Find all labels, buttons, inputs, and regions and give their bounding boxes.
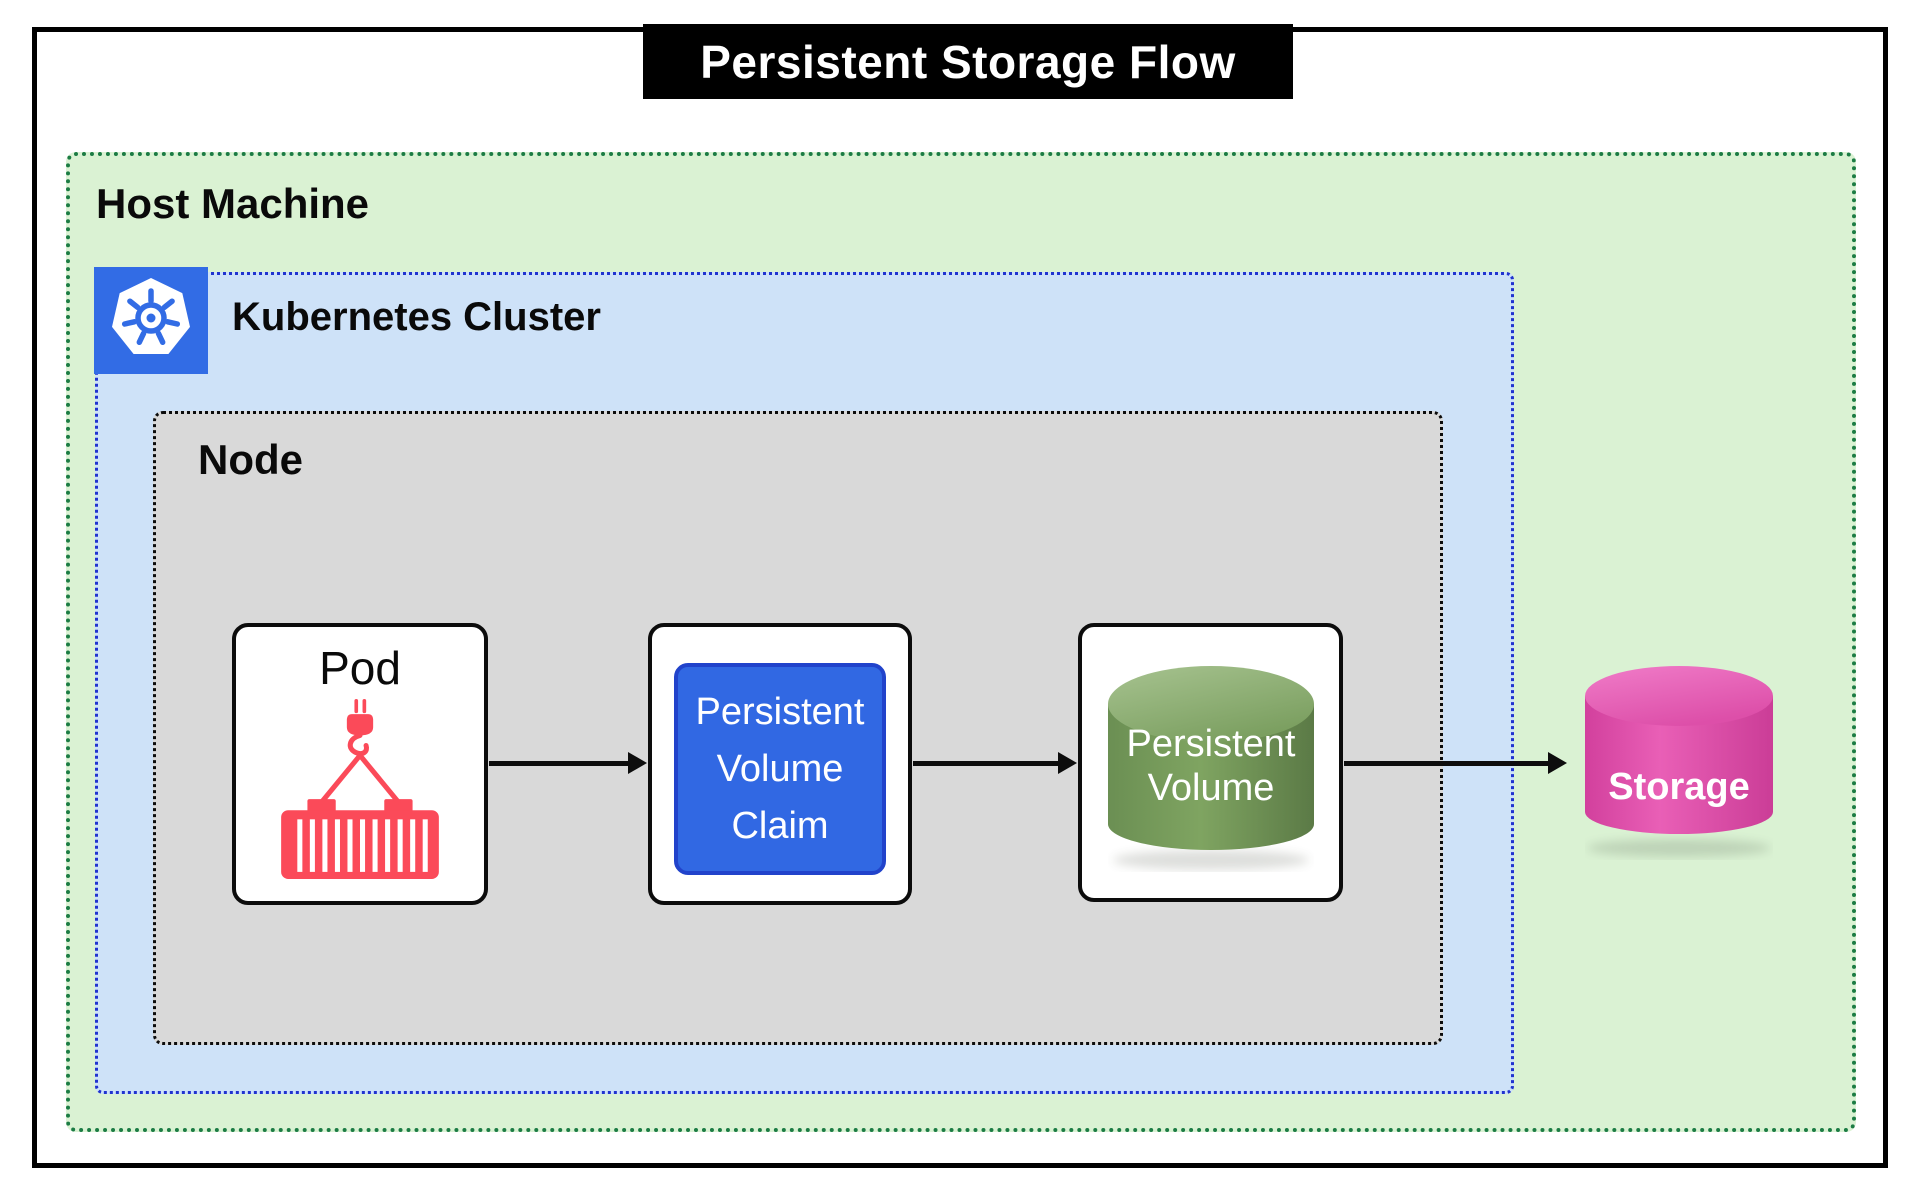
storage-cylinder-icon (1585, 664, 1773, 860)
host-machine-label: Host Machine (96, 180, 370, 227)
kubernetes-helm-icon (94, 267, 208, 374)
storage-label: Storage (1608, 766, 1750, 808)
arrow-pod-to-pvc (489, 752, 647, 774)
kubernetes-cluster-label: Kubernetes Cluster (232, 295, 601, 339)
arrow-pv-to-storage (1344, 752, 1567, 774)
persistent-volume-label: Persistent Volume (1108, 722, 1314, 810)
container-crane-icon (276, 699, 444, 881)
persistent-volume-claim-badge: Persistent Volume Claim (674, 663, 886, 875)
pv-label-line1: Persistent (1126, 723, 1296, 765)
arrow-pvc-to-pv (913, 752, 1077, 774)
pvc-label-line2: Volume (716, 747, 844, 790)
pod-label: Pod (319, 642, 401, 694)
persistent-volume-claim-node: Persistent Volume Claim (648, 623, 912, 905)
diagram-title-box: Persistent Storage Flow (643, 24, 1293, 99)
pod-node: Pod (232, 623, 488, 905)
pv-label-line2: Volume (1147, 767, 1275, 809)
persistent-volume-cylinder-icon (1108, 664, 1314, 872)
node-label: Node (198, 436, 303, 483)
persistent-volume-node: Persistent Volume (1078, 623, 1343, 902)
diagram-title: Persistent Storage Flow (700, 35, 1236, 88)
pvc-label-line3: Claim (731, 804, 829, 847)
pvc-label-line1: Persistent (695, 690, 865, 733)
